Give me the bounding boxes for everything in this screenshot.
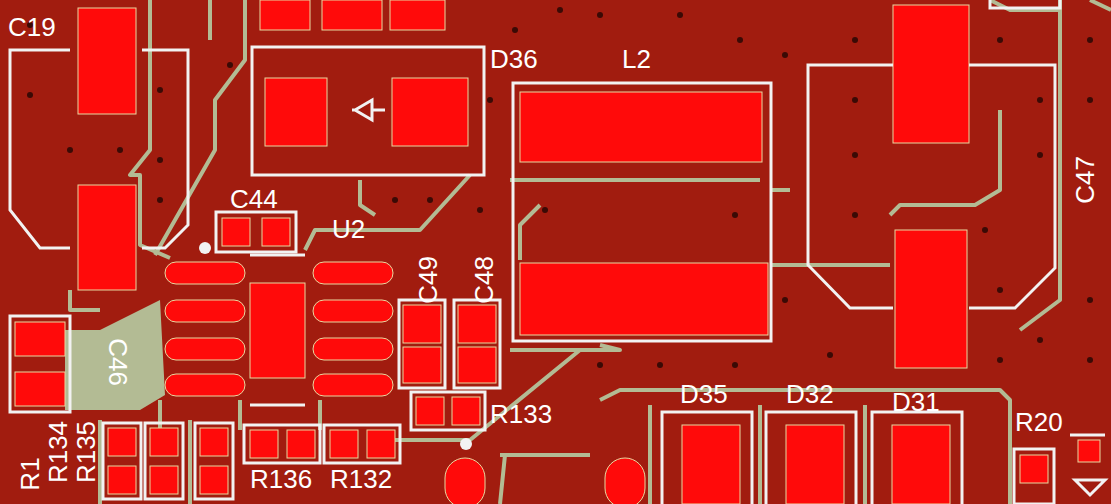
silkscreen-label: C46 (105, 338, 131, 386)
silkscreen-label: R135 (73, 421, 99, 483)
silkscreen-label: U2 (332, 216, 365, 242)
silkscreen-label: D36 (490, 46, 538, 72)
silkscreen-label: R132 (330, 466, 392, 492)
silkscreen-label: R134 (45, 421, 71, 483)
silkscreen-label: C19 (8, 14, 56, 40)
silkscreen-label: D35 (680, 381, 728, 407)
silkscreen-label: C47 (1072, 156, 1098, 204)
silkscreen-label: L2 (622, 46, 651, 72)
silkscreen-label: C44 (230, 186, 278, 212)
silkscreen-label: R136 (250, 466, 312, 492)
silkscreen-label: C49 (415, 256, 441, 304)
silkscreen-label: D32 (786, 381, 834, 407)
silkscreen-label: R20 (1015, 409, 1063, 435)
silkscreen-label: R1 (17, 457, 43, 490)
silkscreen-label: D31 (892, 389, 940, 415)
silkscreen-label: C48 (471, 256, 497, 304)
silkscreen-label: R133 (490, 401, 552, 427)
